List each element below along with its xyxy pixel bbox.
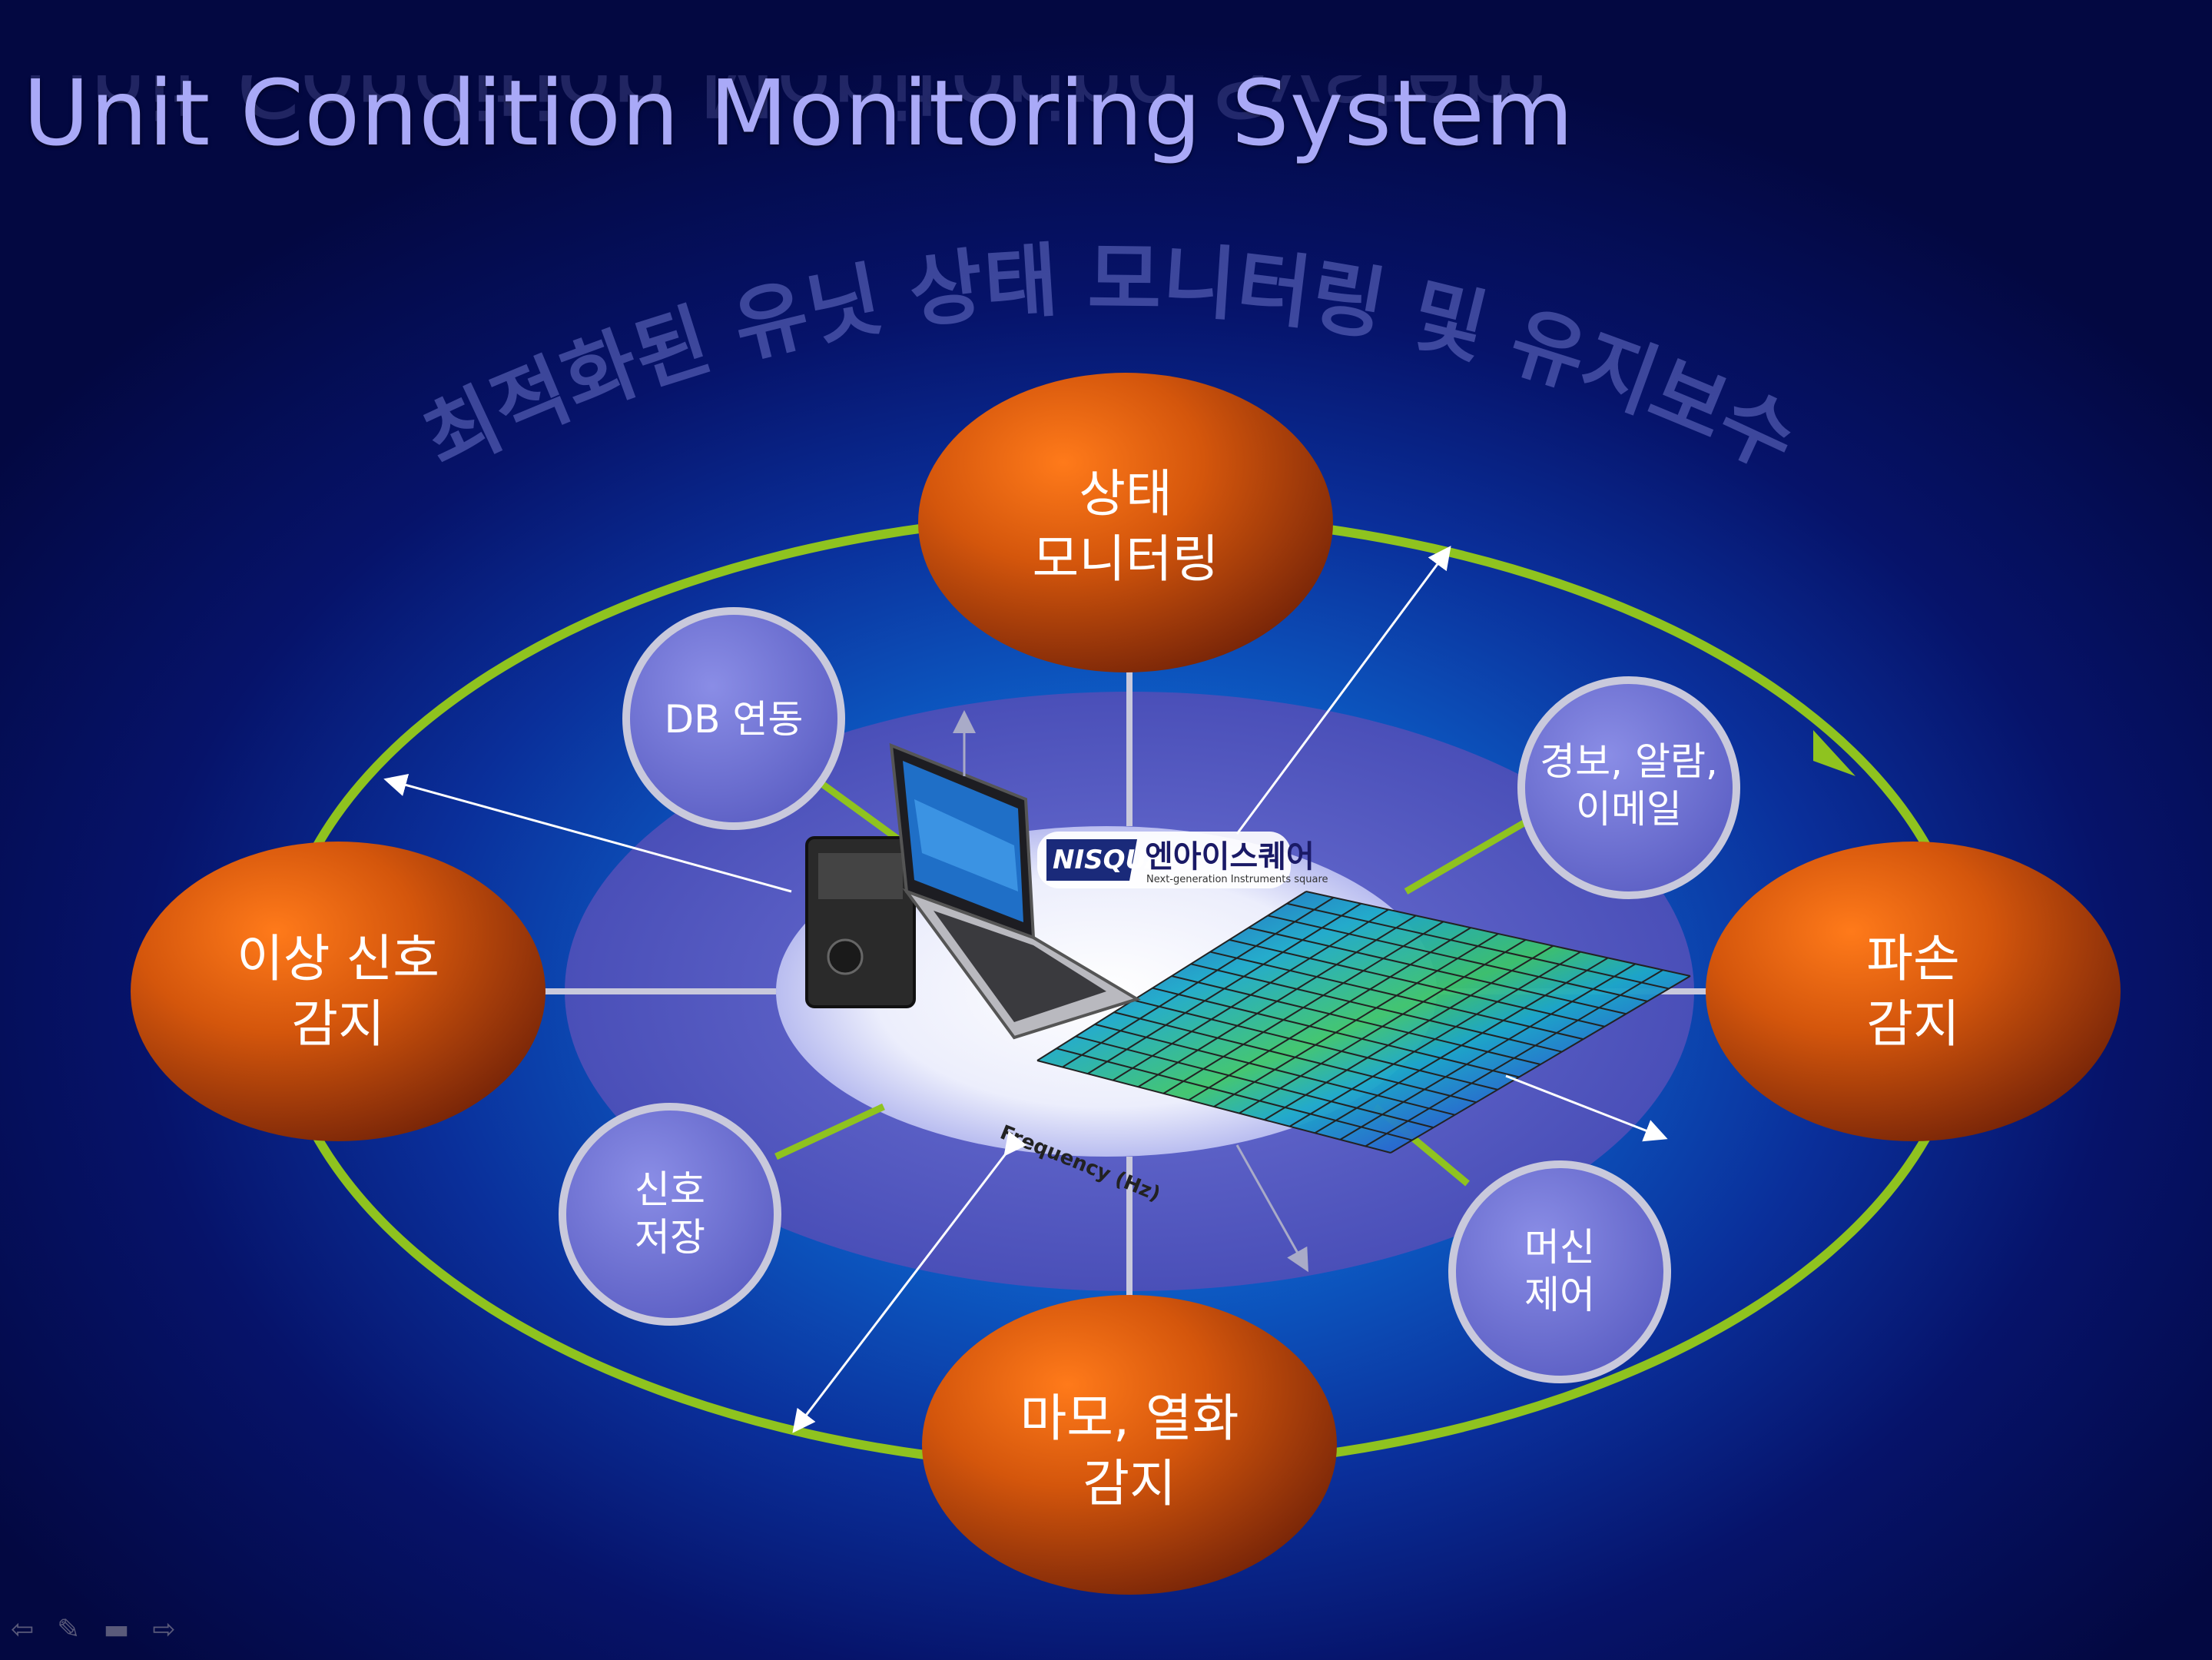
spectrum-graphic: Frequency (Hz) xyxy=(997,891,1691,1207)
node-bottom: 마모, 열화 감지 xyxy=(922,1295,1337,1595)
grid-line xyxy=(1289,951,1581,1127)
grid-line xyxy=(1286,902,1670,990)
page-title: Unit Condition Monitoring System xyxy=(23,60,1574,166)
grid-line xyxy=(1171,975,1541,1065)
right-arrow-icon[interactable]: ⇨ xyxy=(152,1614,176,1645)
feature-storage-line2: 저장 xyxy=(635,1215,705,1260)
node-top-line2: 모니터링 xyxy=(1033,530,1219,589)
connector-db xyxy=(820,781,909,848)
grid-line xyxy=(1267,915,1648,1002)
laptop-device xyxy=(805,742,1141,1040)
connector-alarm xyxy=(1404,819,1527,895)
node-left-line1: 이상 신호 xyxy=(237,929,439,988)
ring-arrowhead-icon xyxy=(1813,730,1855,776)
feature-machine-line2: 제어 xyxy=(1524,1273,1595,1317)
node-left: 이상 신호 감지 xyxy=(131,842,546,1141)
left-arrow-icon[interactable]: ⇦ xyxy=(11,1614,35,1645)
node-left-line2: 감지 xyxy=(291,994,384,1054)
feature-storage: 신호 저장 xyxy=(559,1103,781,1326)
feature-machine-line1: 머신 xyxy=(1524,1225,1595,1270)
grid-line xyxy=(1239,939,1527,1114)
arrow-to-right xyxy=(1505,1074,1668,1142)
arrow-to-left xyxy=(383,773,792,893)
grid-line xyxy=(1209,951,1584,1041)
feature-db-label: DB 연동 xyxy=(665,697,804,742)
arrow-to-top-right xyxy=(1235,546,1451,835)
node-bottom-line2: 감지 xyxy=(1083,1454,1176,1513)
node-top-line1: 상태 xyxy=(1079,464,1172,523)
grid-line xyxy=(1365,969,1663,1147)
nisquare-logo: NISQUARE 엔아이스퀘어 Next-generation Instrume… xyxy=(1037,832,1328,888)
feature-alarm-line2: 이메일 xyxy=(1576,787,1682,832)
grid-line xyxy=(1305,891,1691,977)
arrow-to-bottom-left xyxy=(792,1130,1027,1433)
feature-alarm-line1: 경보, 알람, xyxy=(1540,739,1718,784)
node-right-line1: 파손 xyxy=(1866,929,1959,988)
grid-line xyxy=(1264,945,1554,1120)
logo-brand-en: NISQUARE xyxy=(1053,845,1203,875)
node-right: 파손 감지 xyxy=(1706,842,2121,1141)
pen-icon[interactable]: ✎ xyxy=(57,1614,81,1645)
node-right-line2: 감지 xyxy=(1866,994,1959,1054)
grid-line xyxy=(1229,938,1605,1028)
logo-brand-ko: 엔아이스퀘어 xyxy=(1145,839,1315,875)
slide-nav: ⇦ ✎ ▬ ⇨ xyxy=(11,1614,176,1645)
grid-line xyxy=(1339,963,1637,1140)
feature-machine: 머신 제어 xyxy=(1448,1160,1671,1383)
grid-line xyxy=(1390,975,1691,1154)
grid-line xyxy=(1314,957,1609,1134)
feature-alarm: 경보, 알람, 이메일 xyxy=(1517,676,1740,899)
feature-db: DB 연동 xyxy=(622,607,845,830)
menu-icon[interactable]: ▬ xyxy=(103,1614,130,1645)
feature-storage-line1: 신호 xyxy=(635,1167,705,1212)
node-top: 상태 모니터링 xyxy=(918,373,1333,672)
grid-line xyxy=(1248,927,1627,1015)
node-bottom-line1: 마모, 열화 xyxy=(1020,1389,1239,1448)
grid-line xyxy=(1190,963,1563,1053)
arrow-grey-down xyxy=(1235,1144,1308,1273)
logo-tagline: Next-generation Instruments square xyxy=(1146,874,1328,885)
